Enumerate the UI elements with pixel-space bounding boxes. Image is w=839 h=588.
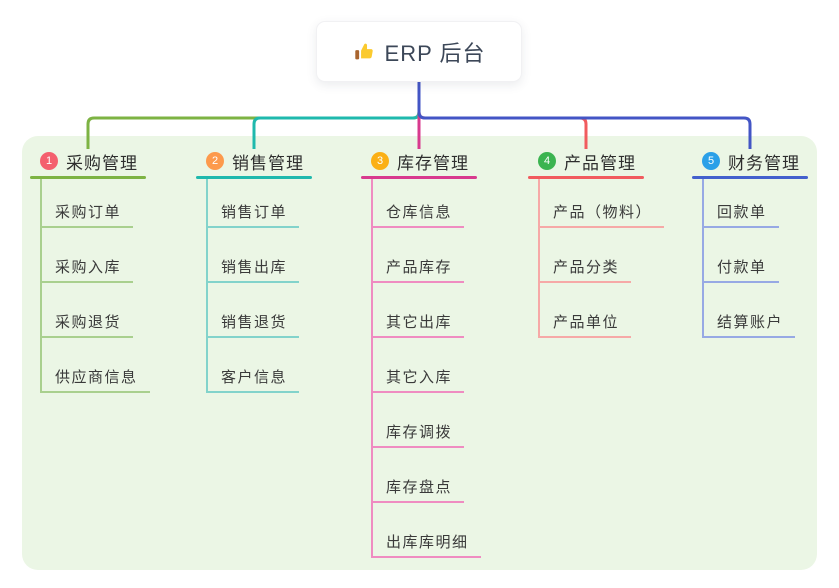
heading-underline [528,176,644,179]
branch-heading-purchase[interactable]: 1 采购管理 [30,146,148,176]
branch-spine [538,179,540,338]
child-node[interactable]: 销售订单 [206,200,300,228]
branches-panel [22,136,817,570]
child-node[interactable]: 供应商信息 [40,365,150,393]
node-label: 结算账户 [717,314,784,331]
branch-heading-sales[interactable]: 2 销售管理 [196,146,314,176]
child-node[interactable]: 采购订单 [40,200,134,228]
thumbs-up-icon [353,41,375,63]
node-label: 采购入库 [55,259,122,276]
branch-number-badge: 1 [40,152,58,170]
node-label: 其它入库 [386,369,453,386]
branch-spine [702,179,704,338]
node-label: 产品库存 [386,259,453,276]
child-node[interactable]: 产品库存 [371,255,465,283]
child-node[interactable]: 仓库信息 [371,200,465,228]
node-label: 销售退货 [221,314,288,331]
child-node[interactable]: 销售退货 [206,310,300,338]
node-label: 库存盘点 [386,479,453,496]
node-label: 库存调拨 [386,424,453,441]
child-node[interactable]: 付款单 [702,255,779,283]
root-node-label: ERP 后台 [384,40,486,66]
node-label: 采购订单 [55,204,122,221]
branch-spine [206,179,208,393]
child-node[interactable]: 产品（物料） [538,200,665,228]
branch-product: 4 产品管理 产品（物料） 产品分类 产品单位 [528,146,665,338]
node-label: 采购退货 [55,314,122,331]
branch-heading-label: 采购管理 [66,153,138,173]
child-node[interactable]: 库存调拨 [371,420,465,448]
branch-spine [40,179,42,393]
child-node[interactable]: 客户信息 [206,365,300,393]
child-node[interactable]: 结算账户 [702,310,796,338]
branch-heading-label: 产品管理 [564,153,636,173]
node-label: 出库库明细 [386,534,469,551]
root-node[interactable]: ERP 后台 [316,21,522,82]
branch-heading-label: 财务管理 [728,153,800,173]
child-node[interactable]: 库存盘点 [371,475,465,503]
heading-underline [30,176,146,179]
node-label: 产品（物料） [553,204,653,221]
child-node[interactable]: 采购退货 [40,310,134,338]
branch-number-badge: 5 [702,152,720,170]
child-node[interactable]: 回款单 [702,200,779,228]
child-node[interactable]: 出库库明细 [371,530,481,558]
branch-number-badge: 2 [206,152,224,170]
child-node[interactable]: 采购入库 [40,255,134,283]
branch-sales: 2 销售管理 销售订单 销售出库 销售退货 客户信息 [196,146,314,393]
node-label: 回款单 [717,204,767,221]
branch-spine [371,179,373,558]
node-label: 销售订单 [221,204,288,221]
branch-number-badge: 4 [538,152,556,170]
child-node[interactable]: 其它入库 [371,365,465,393]
child-node[interactable]: 其它出库 [371,310,465,338]
child-node[interactable]: 产品分类 [538,255,632,283]
branch-heading-inventory[interactable]: 3 库存管理 [361,146,479,176]
branch-number-badge: 3 [371,152,389,170]
branch-heading-product[interactable]: 4 产品管理 [528,146,646,176]
branch-finance: 5 财务管理 回款单 付款单 结算账户 [692,146,810,338]
branch-inventory: 3 库存管理 仓库信息 产品库存 其它出库 其它入库 库存调拨 库存盘点 出库库… [361,146,481,558]
branch-purchase: 1 采购管理 采购订单 采购入库 采购退货 供应商信息 [30,146,150,393]
child-node[interactable]: 产品单位 [538,310,632,338]
heading-underline [196,176,312,179]
branch-heading-finance[interactable]: 5 财务管理 [692,146,810,176]
node-label: 付款单 [717,259,767,276]
node-label: 仓库信息 [386,204,453,221]
heading-underline [361,176,477,179]
heading-underline [692,176,808,179]
node-label: 产品单位 [553,314,620,331]
node-label: 销售出库 [221,259,288,276]
node-label: 供应商信息 [55,369,138,386]
child-node[interactable]: 销售出库 [206,255,300,283]
node-label: 客户信息 [221,369,288,386]
node-label: 其它出库 [386,314,453,331]
branch-heading-label: 销售管理 [232,153,304,173]
node-label: 产品分类 [553,259,620,276]
branch-heading-label: 库存管理 [397,153,469,173]
